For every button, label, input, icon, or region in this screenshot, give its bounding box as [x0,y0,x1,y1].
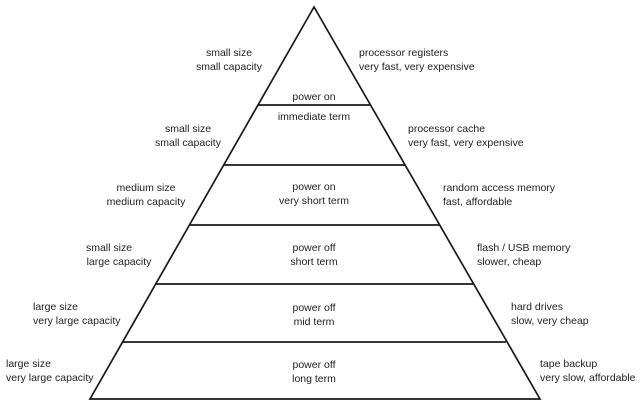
right-label-device: random access memory [443,182,556,194]
left-label-size: small size [86,242,132,254]
tier-term-label: long term [292,373,336,385]
pyramid-outline [88,5,542,400]
left-label-size: large size [33,301,78,313]
left-label-size: medium size [117,182,176,194]
tier-term-label: immediate term [278,111,351,123]
left-label-size: large size [6,358,51,370]
tier-term-label: mid term [294,316,335,328]
tier-power-label: power off [293,302,336,314]
tier-power-label: power off [293,359,336,371]
left-label-capacity: very large capacity [33,315,121,327]
right-label-speed-cost: very fast, very expensive [359,61,475,73]
left-label-capacity: large capacity [87,256,153,268]
right-label-device: processor cache [408,123,485,135]
right-label-speed-cost: very fast, very expensive [408,137,524,149]
right-label-speed-cost: very slow, affordable [540,372,636,384]
tier-term-label: very short term [279,195,349,207]
left-label-capacity: small capacity [155,137,222,149]
right-label-device: processor registers [359,47,448,59]
right-label-device: hard drives [511,301,563,313]
left-label-capacity: very large capacity [6,372,94,384]
right-label-speed-cost: slow, very cheap [511,315,589,327]
right-label-device: flash / USB memory [477,242,571,254]
right-label-speed-cost: slower, cheap [477,256,541,268]
right-label-device: tape backup [540,358,597,370]
tier-power-label: power on [292,181,335,193]
left-label-size: small size [165,123,211,135]
left-label-size: small size [206,47,252,59]
left-label-capacity: medium capacity [107,196,187,208]
tier-term-label: short term [290,256,338,268]
tier-power-label: power on [292,91,335,103]
left-label-capacity: small capacity [196,61,263,73]
right-label-speed-cost: fast, affordable [443,196,512,208]
tier-power-label: power off [293,242,336,254]
